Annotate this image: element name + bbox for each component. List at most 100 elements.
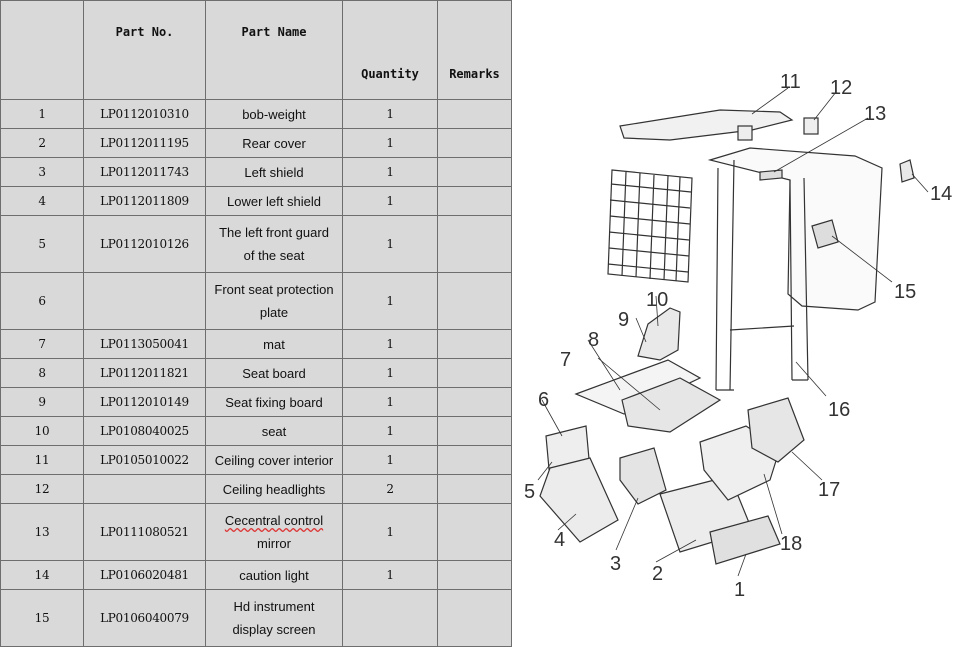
quantity-cell: 1 bbox=[342, 416, 438, 446]
callout-12: 12 bbox=[830, 77, 852, 99]
part-no-cell: LP0105010022 bbox=[83, 445, 206, 475]
lower-left-shield-shape bbox=[539, 457, 619, 543]
caution-light-shape bbox=[899, 159, 915, 183]
callout-5: 5 bbox=[524, 481, 535, 503]
cab-crossbars bbox=[716, 325, 808, 391]
remarks-cell bbox=[437, 128, 512, 158]
row-index-cell: 4 bbox=[0, 186, 84, 216]
part-name-cell: Ceiling cover interior bbox=[205, 445, 343, 475]
row-index-cell: 11 bbox=[0, 445, 84, 475]
remarks-cell bbox=[437, 474, 512, 504]
part-name-cell: mat bbox=[205, 329, 343, 359]
part-no-cell: LP0113050041 bbox=[83, 329, 206, 359]
part-name-line: Seat fixing board bbox=[225, 394, 323, 410]
callout-8: 8 bbox=[588, 329, 599, 351]
callout-7: 7 bbox=[560, 349, 571, 371]
part-name-cell: Ceiling headlights bbox=[205, 474, 343, 504]
part-no-cell bbox=[83, 474, 206, 504]
headlight-shape bbox=[737, 125, 753, 141]
remarks-cell bbox=[437, 503, 512, 561]
bob-weight-shape bbox=[709, 515, 781, 565]
row-index-cell: 5 bbox=[0, 215, 84, 273]
part-name-line: caution light bbox=[239, 567, 309, 583]
cab-pillars bbox=[715, 159, 809, 391]
quantity-cell bbox=[342, 589, 438, 647]
callout-13: 13 bbox=[864, 103, 886, 125]
header-index bbox=[0, 0, 84, 100]
headlight-shape bbox=[803, 117, 819, 135]
quantity-cell: 1 bbox=[342, 503, 438, 561]
part-name-line: of the seat bbox=[243, 248, 305, 263]
part-name-line: Ceiling headlights bbox=[222, 481, 326, 497]
remarks-cell bbox=[437, 99, 512, 129]
part-name-line: plate bbox=[259, 305, 289, 320]
row-index-cell: 10 bbox=[0, 416, 84, 446]
seat-shape bbox=[637, 307, 681, 361]
part-name-line: Left shield bbox=[244, 164, 304, 180]
part-name-line: Front seat protection bbox=[214, 282, 334, 297]
callout-1: 1 bbox=[734, 579, 745, 601]
row-index-cell: 13 bbox=[0, 503, 84, 561]
part-no-cell: LP0112011743 bbox=[83, 157, 206, 187]
quantity-cell: 1 bbox=[342, 99, 438, 129]
part-name-line: mat bbox=[263, 336, 285, 352]
callout-4: 4 bbox=[554, 529, 565, 551]
quantity-cell: 1 bbox=[342, 387, 438, 417]
left-shield-shape bbox=[619, 447, 667, 505]
mirror-shape bbox=[759, 169, 783, 181]
callout-labels: 11 12 13 14 15 16 10 9 8 7 6 5 4 3 2 1 1… bbox=[524, 71, 952, 601]
row-index-cell: 9 bbox=[0, 387, 84, 417]
part-no-cell: LP0112010149 bbox=[83, 387, 206, 417]
remarks-cell bbox=[437, 445, 512, 475]
part-name-cell: Rear cover bbox=[205, 128, 343, 158]
row-index-cell: 15 bbox=[0, 589, 84, 647]
part-name-line: Cecentral control bbox=[224, 513, 324, 528]
callout-18: 18 bbox=[780, 533, 802, 555]
part-name-cell: bob-weight bbox=[205, 99, 343, 129]
row-index-cell: 1 bbox=[0, 99, 84, 129]
ceiling-cover-shape bbox=[619, 109, 794, 141]
part-name-line: Hd instrument bbox=[233, 599, 315, 614]
part-name-line: Ceiling cover interior bbox=[214, 452, 334, 468]
callout-17: 17 bbox=[818, 479, 840, 501]
cab-exploded-diagram: 11 12 13 14 15 16 10 9 8 7 6 5 4 3 2 1 1… bbox=[524, 71, 952, 601]
part-name-cell: caution light bbox=[205, 560, 343, 590]
part-no-cell: LP0112011821 bbox=[83, 358, 206, 388]
part-no-cell: LP0106040079 bbox=[83, 589, 206, 647]
quantity-cell: 1 bbox=[342, 329, 438, 359]
part-name-cell: Seat fixing board bbox=[205, 387, 343, 417]
callout-11: 11 bbox=[780, 71, 801, 93]
callout-10: 10 bbox=[646, 289, 668, 311]
part-name-line: display screen bbox=[232, 622, 316, 637]
remarks-cell bbox=[437, 215, 512, 273]
remarks-cell bbox=[437, 387, 512, 417]
row-index-cell: 7 bbox=[0, 329, 84, 359]
leader-lines bbox=[537, 87, 929, 577]
callout-6: 6 bbox=[538, 389, 549, 411]
header-quantity: Quantity bbox=[342, 0, 438, 100]
quantity-cell: 1 bbox=[342, 215, 438, 273]
quantity-cell: 1 bbox=[342, 128, 438, 158]
callout-9: 9 bbox=[618, 309, 629, 331]
row-index-cell: 3 bbox=[0, 157, 84, 187]
header-part-name: Part Name bbox=[205, 0, 343, 100]
grille-shape bbox=[607, 169, 693, 283]
seat-board-shape bbox=[621, 377, 722, 433]
row-index-cell: 14 bbox=[0, 560, 84, 590]
row-index-cell: 12 bbox=[0, 474, 84, 504]
part-name-cell: Lower left shield bbox=[205, 186, 343, 216]
part-name-line: Seat board bbox=[242, 365, 306, 381]
part-name-line: seat bbox=[261, 423, 287, 439]
remarks-cell bbox=[437, 358, 512, 388]
remarks-cell bbox=[437, 560, 512, 590]
remarks-cell bbox=[437, 272, 512, 330]
right-shield-shape bbox=[747, 397, 805, 463]
